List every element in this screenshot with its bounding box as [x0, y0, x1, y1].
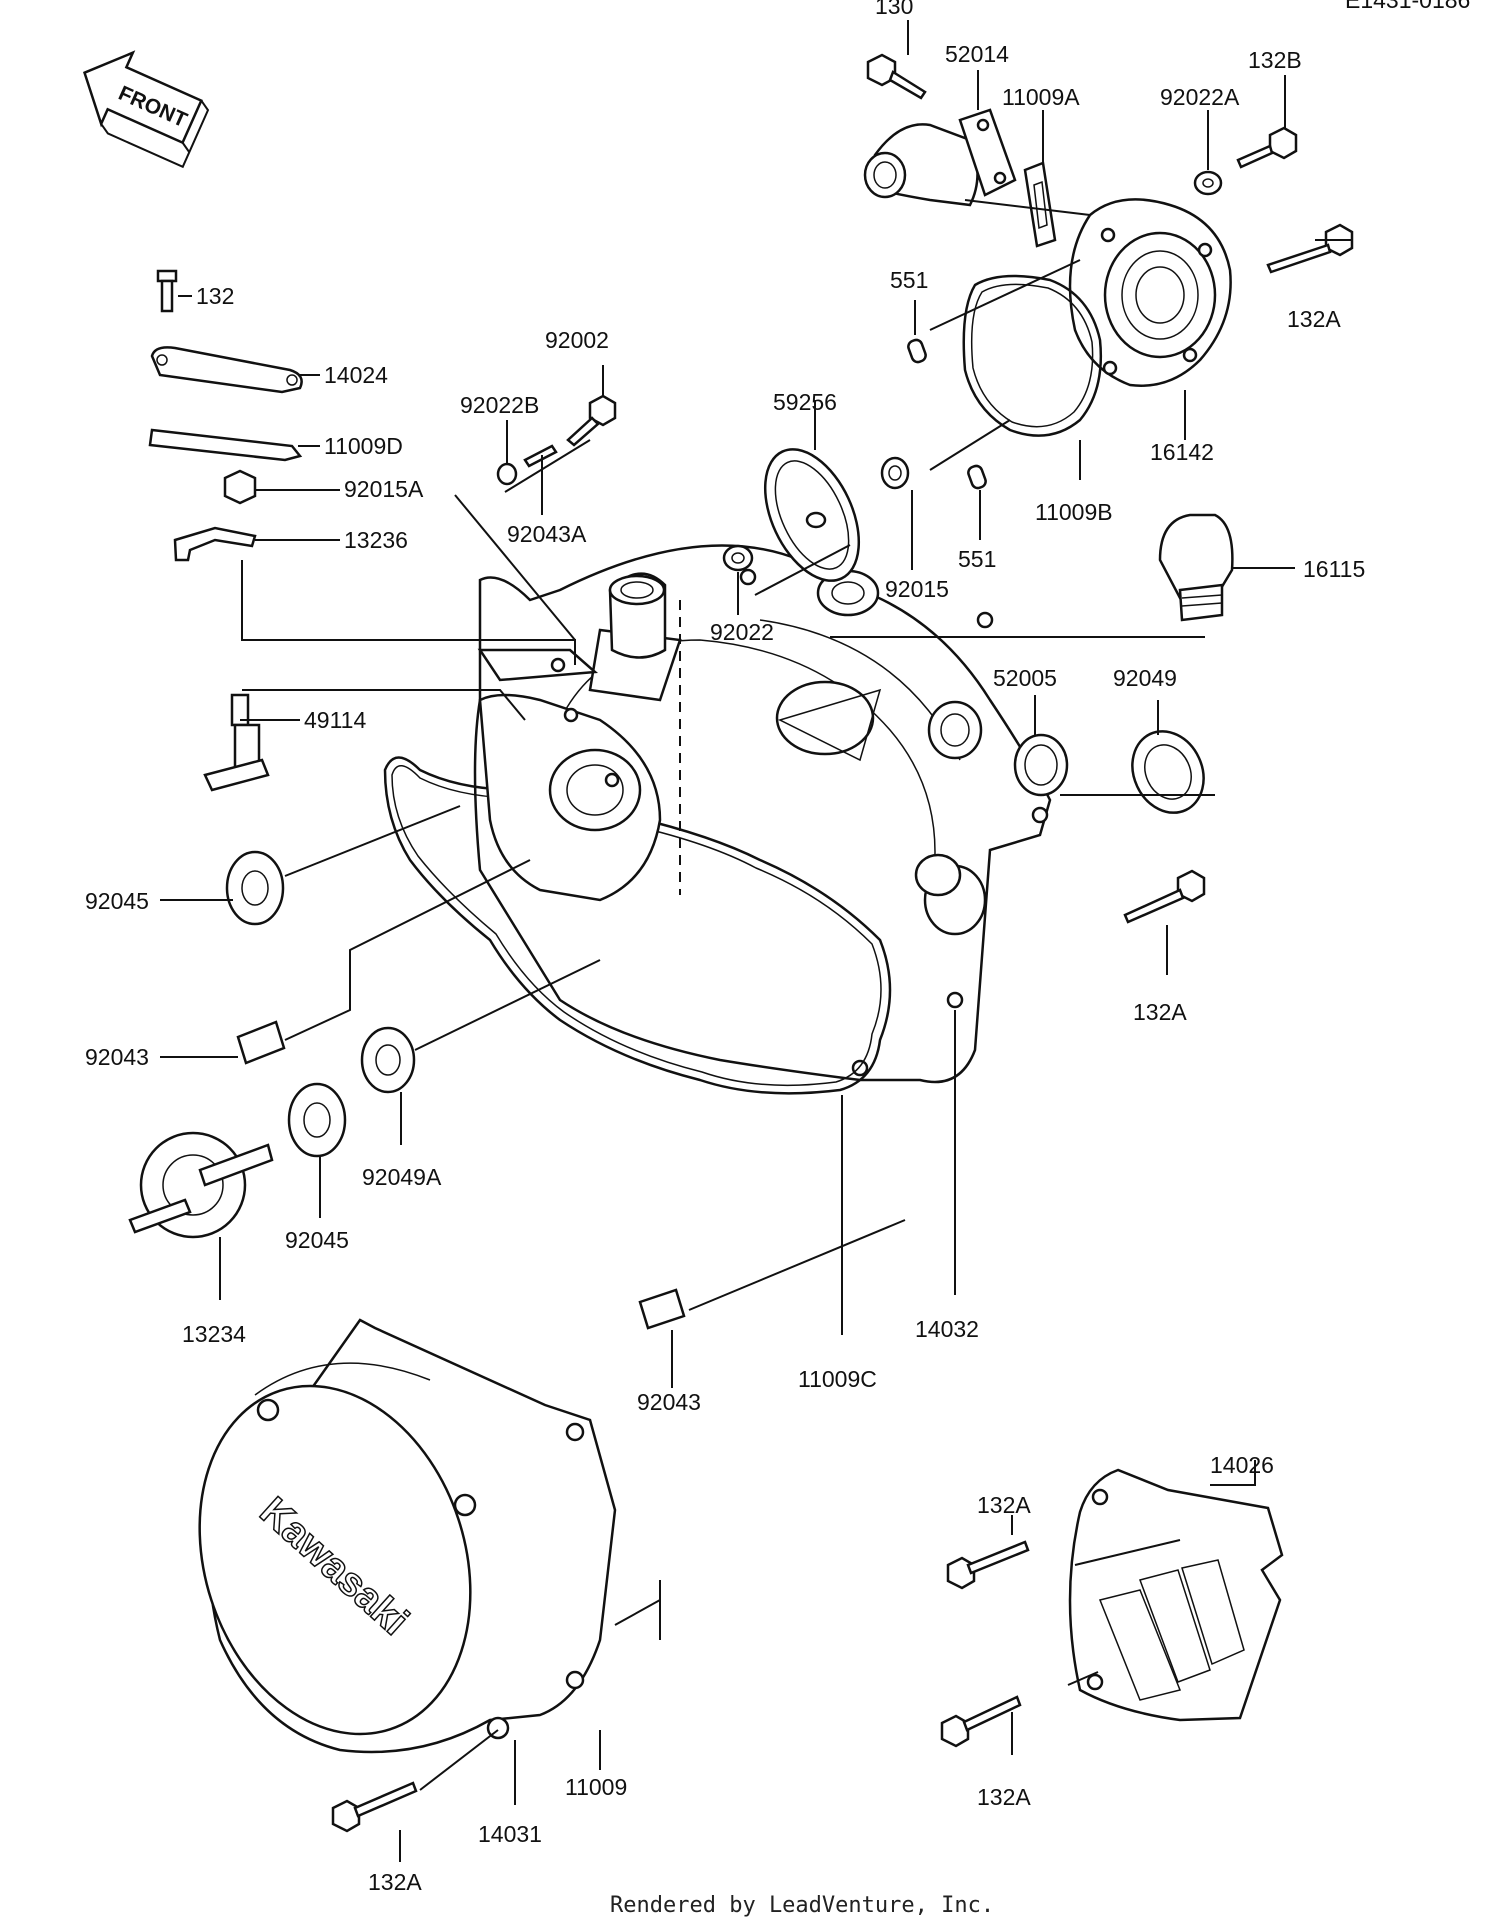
oil-filler-cap-16115	[1158, 513, 1234, 622]
bolt-132A-lower-left-icon	[331, 1781, 418, 1833]
impeller-59256	[763, 448, 861, 582]
bolt-132B-icon	[1236, 126, 1298, 169]
label-130: 130	[875, 0, 913, 19]
bolt-92002-icon	[566, 394, 617, 447]
sleeve-92043-upper-icon	[236, 1020, 286, 1065]
label-132A-lower-left: 132A	[368, 1869, 422, 1895]
bolt-132A-guard-upper-icon	[946, 1540, 1030, 1590]
gasket-11009D	[148, 428, 303, 462]
label-16115: 16115	[1303, 556, 1365, 582]
label-92049: 92049	[1113, 665, 1177, 691]
chain-guard-14026	[1068, 1468, 1284, 1722]
collar-52005-icon	[1013, 733, 1069, 797]
label-11009B: 11009B	[1035, 499, 1113, 525]
impeller-shaft-gear-13234	[128, 1131, 274, 1239]
label-551-upper: 551	[890, 267, 928, 293]
pin-92043A-icon	[523, 444, 558, 468]
bracket-13236	[173, 526, 257, 562]
label-132B: 132B	[1248, 47, 1302, 73]
label-132A-guard-lower: 132A	[977, 1784, 1031, 1810]
part-labels: 130 52014 11009A 92022A 132B 132 14024 1…	[85, 0, 1365, 1895]
washer-92022A-icon	[1193, 170, 1223, 196]
leader-lines	[160, 20, 1352, 1862]
label-92043-upper: 92043	[85, 1044, 149, 1070]
label-92049A: 92049A	[362, 1164, 442, 1190]
nut-92015A-icon	[223, 469, 257, 505]
label-13236: 13236	[344, 527, 408, 553]
label-551-lower: 551	[958, 546, 996, 572]
gasket-11009B	[962, 274, 1103, 437]
label-52005: 52005	[993, 665, 1057, 691]
label-92002: 92002	[545, 327, 609, 353]
label-92043-lower: 92043	[637, 1389, 701, 1415]
washer-92022B-icon	[496, 462, 518, 486]
shaft-49114	[203, 693, 270, 792]
label-16142: 16142	[1150, 439, 1214, 465]
bolt-132A-guard-lower-icon	[940, 1695, 1022, 1748]
generator-cover-14031: Kawasaki	[198, 1318, 617, 1754]
label-49114: 49114	[304, 707, 366, 733]
sleeve-92043-lower-icon	[638, 1288, 686, 1330]
dowel-pin-551-upper-icon	[907, 338, 927, 364]
label-11009D: 11009D	[324, 433, 403, 459]
label-14032: 14032	[915, 1316, 979, 1342]
nut-92015-icon	[880, 456, 910, 490]
cover-plate-14024	[150, 346, 303, 394]
water-pipe-elbow-52014	[863, 108, 1017, 207]
label-14024: 14024	[324, 362, 388, 388]
gasket-11009A	[1023, 161, 1057, 248]
label-59256: 59256	[773, 389, 837, 415]
label-92022A: 92022A	[1160, 84, 1240, 110]
label-14031: 14031	[478, 1821, 542, 1847]
label-92043A: 92043A	[507, 521, 587, 547]
bearing-92045-lower-icon	[287, 1082, 347, 1158]
label-132A-upper: 132A	[1287, 306, 1341, 332]
bearing-92045-upper-icon	[225, 850, 285, 926]
label-92045-upper: 92045	[85, 888, 149, 914]
water-pump-housing	[477, 572, 682, 902]
label-92045-lower: 92045	[285, 1227, 349, 1253]
bolt-130-icon	[866, 53, 927, 100]
bolt-132A-middle-icon	[1123, 869, 1206, 924]
label-92022: 92022	[710, 619, 774, 645]
label-52014: 52014	[945, 41, 1009, 67]
water-pump-cover-16142	[1068, 198, 1232, 387]
front-arrow-icon: FRONT	[82, 50, 210, 169]
label-11009: 11009	[565, 1774, 627, 1800]
label-132A-guard-upper: 132A	[977, 1492, 1031, 1518]
oil-seal-92049A-icon	[360, 1026, 416, 1094]
label-92022B: 92022B	[460, 392, 539, 418]
oil-seal-92049-icon	[1131, 730, 1205, 814]
label-92015A: 92015A	[344, 476, 424, 502]
dowel-pin-551-lower-icon	[967, 464, 987, 490]
diagram-reference-code: E1431-0186	[1345, 0, 1470, 13]
bolt-132A-upper-icon	[1266, 223, 1354, 274]
bolt-132-icon	[156, 269, 178, 313]
footer-credit: Rendered by LeadVenture, Inc.	[610, 1893, 994, 1918]
label-11009C: 11009C	[798, 1366, 877, 1392]
label-132: 132	[196, 283, 234, 309]
label-13234: 13234	[182, 1321, 246, 1347]
label-14026: 14026	[1210, 1452, 1274, 1478]
label-11009A: 11009A	[1002, 84, 1080, 110]
label-132A-middle: 132A	[1133, 999, 1187, 1025]
label-92015: 92015	[885, 576, 949, 602]
washer-92022-icon	[722, 544, 754, 572]
